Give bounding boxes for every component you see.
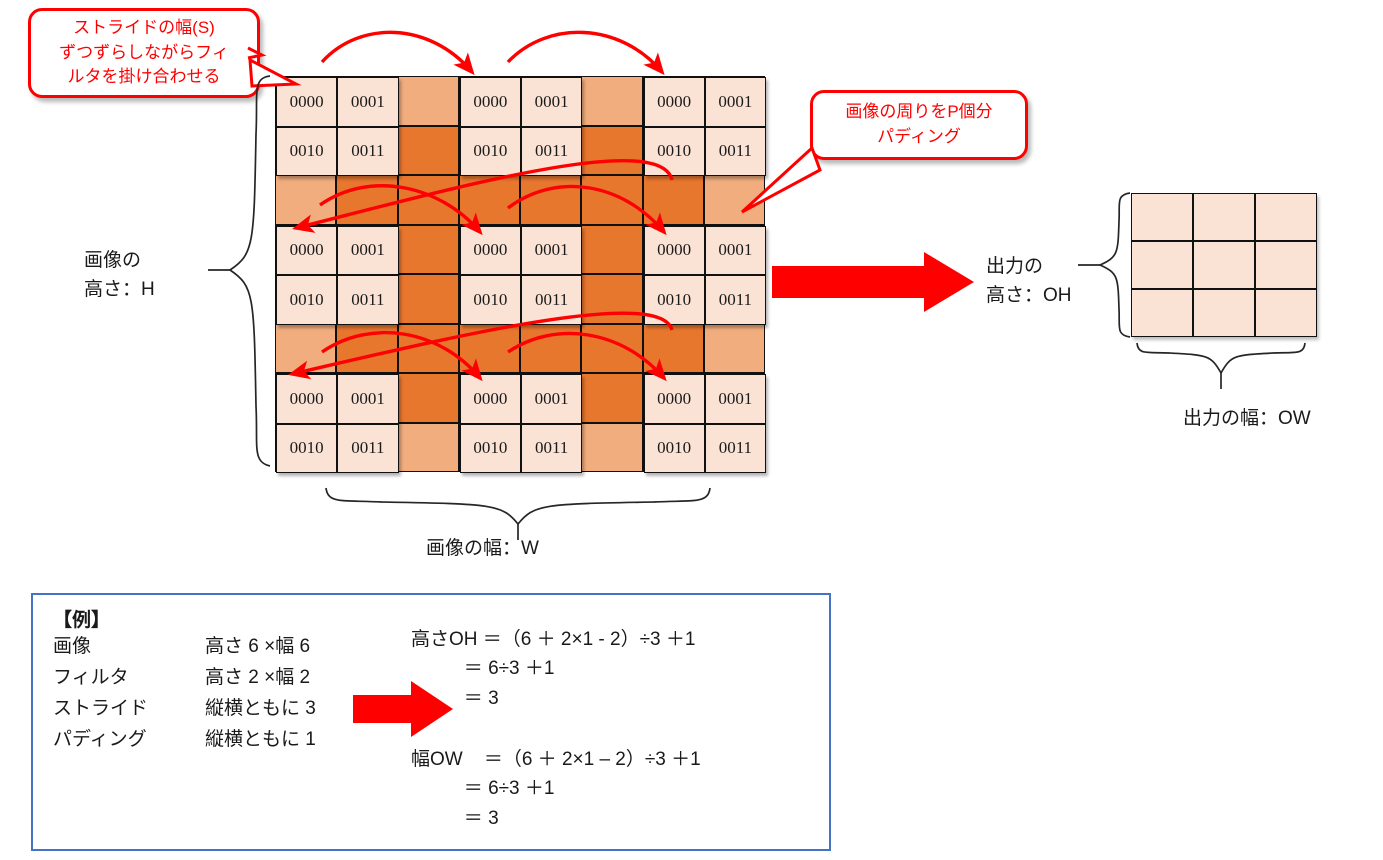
filter-cell: 0010 — [276, 126, 338, 176]
output-cell — [1131, 289, 1193, 337]
filter-cell: 0010 — [643, 275, 705, 325]
example-value: 縦横ともに 1 — [205, 728, 316, 750]
image-cell — [581, 373, 643, 423]
padding-cell — [397, 422, 459, 472]
filter-cell: 0001 — [704, 77, 766, 127]
filter-cell: 0000 — [459, 77, 521, 127]
example-title: 【例】 — [53, 610, 111, 631]
filter-cell: 0011 — [337, 275, 399, 325]
padding-cell — [581, 76, 643, 126]
filter-cell: 0011 — [521, 275, 583, 325]
filter-cell: 0010 — [459, 423, 521, 473]
example-value: 縦横ともに 3 — [205, 697, 316, 719]
output-cell — [1255, 193, 1317, 241]
filter-cell: 0011 — [704, 275, 766, 325]
callout-stride-text: ストライドの幅(S) ずつずらしながらフィ ルタを掛け合わせる — [59, 18, 229, 87]
output-height-brace — [1078, 192, 1131, 338]
filter-cell: 0000 — [643, 225, 705, 275]
padding-cell — [703, 323, 765, 373]
filter-cell: 0000 — [459, 374, 521, 424]
filter-cell: 0011 — [704, 126, 766, 176]
image-width-label: 画像の幅：W — [426, 538, 539, 559]
output-width-label: 出力の幅：OW — [1183, 408, 1311, 429]
filter-cell: 0001 — [337, 374, 399, 424]
example-arrow-icon — [353, 681, 453, 737]
example-term: ストライド — [53, 697, 149, 719]
example-spec-list: 画像 高さ 6 ×幅 6 フィルタ 高さ 2 ×幅 2 ストライド 縦横ともに … — [53, 633, 316, 755]
example-value: 高さ 2 ×幅 2 — [205, 666, 311, 688]
output-cell — [1193, 289, 1255, 337]
example-value: 高さ 6 ×幅 6 — [205, 636, 311, 657]
image-height-label: 画像の 高さ：H — [84, 250, 155, 301]
formula-output-width: 幅OW ＝（6 ＋ 2×1 – 2）÷3 ＋1 ＝ 6÷3 ＋1 ＝ 3 — [411, 749, 701, 829]
filter-cell: 0000 — [643, 374, 705, 424]
output-height-label: 出力の 高さ：OH — [986, 256, 1072, 307]
output-width-brace — [1136, 342, 1306, 389]
example-term: フィルタ — [53, 666, 129, 688]
filter-cell: 0011 — [521, 423, 583, 473]
filter-cell: 0010 — [276, 275, 338, 325]
output-cell — [1131, 241, 1193, 289]
filter-cell: 0000 — [276, 225, 338, 275]
filter-cell: 0001 — [521, 77, 583, 127]
filter-cell: 0001 — [521, 225, 583, 275]
image-height-brace — [208, 75, 271, 467]
filter-cell: 0010 — [459, 126, 521, 176]
filter-cell: 0000 — [276, 374, 338, 424]
filter-cell: 0011 — [337, 423, 399, 473]
filter-cell: 0011 — [337, 126, 399, 176]
filter-cell: 0011 — [521, 126, 583, 176]
filter-cell: 0001 — [337, 225, 399, 275]
filter-cell: 0001 — [704, 374, 766, 424]
filter-cell: 0000 — [459, 225, 521, 275]
filter-cell: 0010 — [459, 275, 521, 325]
filter-cell: 0000 — [643, 77, 705, 127]
filter-cell: 0000 — [276, 77, 338, 127]
callout-padding-text: 画像の周りをP個分 パディング — [845, 102, 993, 146]
output-grid — [1131, 193, 1317, 337]
filter-cell: 0001 — [521, 374, 583, 424]
filter-cell: 0001 — [704, 225, 766, 275]
formula-output-height: 高さOH ＝（6 ＋ 2×1 - 2）÷3 ＋1 ＝ 6÷3 ＋1 ＝ 3 — [411, 629, 696, 709]
filter-cell: 0010 — [643, 126, 705, 176]
image-width-brace — [325, 487, 711, 540]
output-cell — [1255, 289, 1317, 337]
filter-cell: 0011 — [704, 423, 766, 473]
example-term: 画像 — [53, 636, 92, 657]
output-cell — [1131, 193, 1193, 241]
output-cell — [1193, 193, 1255, 241]
output-cell — [1255, 241, 1317, 289]
filter-cell: 0010 — [276, 423, 338, 473]
filter-cell: 0010 — [643, 423, 705, 473]
output-cell — [1193, 241, 1255, 289]
filter-cell: 0001 — [337, 77, 399, 127]
example-box: 【例】 画像 高さ 6 ×幅 6 フィルタ 高さ 2 ×幅 2 ストライド 縦横… — [31, 593, 831, 851]
process-arrow-icon — [772, 252, 974, 312]
image-cell — [397, 373, 459, 423]
callout-padding: 画像の周りをP個分 パディング — [810, 90, 1028, 160]
example-term: パディング — [53, 728, 147, 750]
